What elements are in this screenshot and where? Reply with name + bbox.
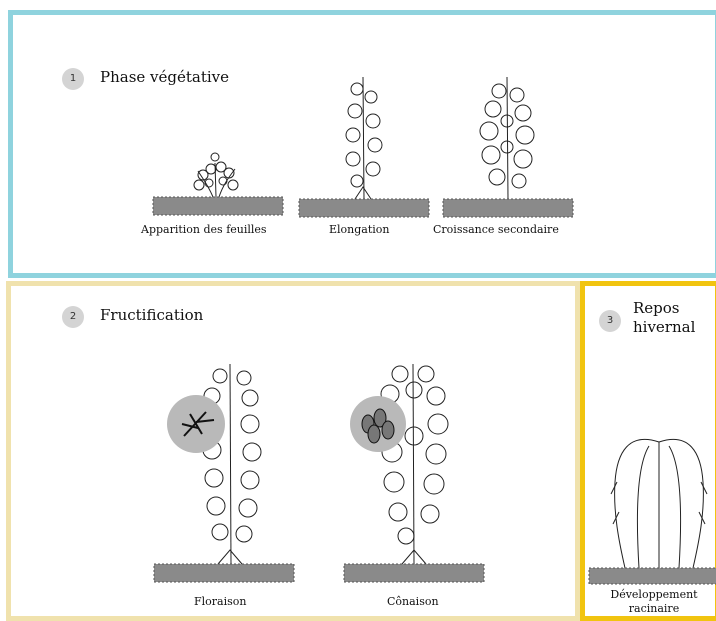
stage-label-flowering: Floraison (194, 595, 247, 608)
step-badge-3: 3 (599, 310, 621, 332)
step-badge-1: 1 (62, 68, 84, 90)
stage-label-cone-formation: Cônaison (387, 595, 439, 608)
panel-title-vegetative: Phase végétative (100, 68, 230, 86)
step-badge-2: 2 (62, 306, 84, 328)
panel-title-winter-rest: Repos hivernal (633, 299, 696, 336)
elongation-plant-illustration (298, 76, 430, 218)
leaf-emergence-plant-illustration (152, 152, 284, 216)
panel-fruiting: 2 Fructification Floraison (6, 281, 580, 621)
stage-label-secondary-growth: Croissance secondaire (433, 223, 559, 236)
panel-winter-rest: 3 Repos hivernal Développement racinaire (580, 281, 716, 621)
cone-formation-plant-illustration (343, 363, 485, 583)
secondary-growth-plant-illustration (442, 76, 574, 218)
flowering-plant-illustration (153, 363, 295, 583)
stage-label-elongation: Elongation (329, 223, 390, 236)
root-development-plant-illustration (588, 438, 716, 585)
stage-label-root-development: Développement racinaire (610, 588, 698, 615)
panel-title-fruiting: Fructification (100, 306, 204, 324)
panel-vegetative-phase: 1 Phase végétative Apparition des feuill… (8, 10, 716, 278)
stage-label-leaf-emergence: Apparition des feuilles (141, 223, 267, 236)
